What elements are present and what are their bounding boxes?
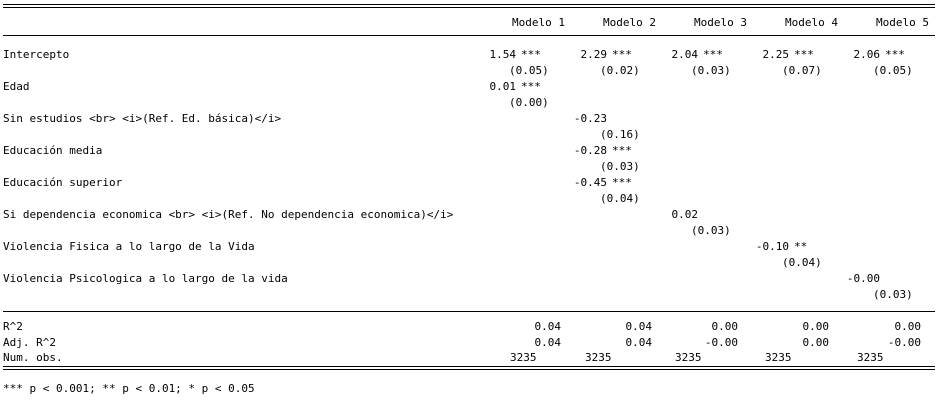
standard-error-row: (0.03) [0, 63, 944, 79]
standard-error-row: (0.03) [0, 287, 944, 303]
coefficient-estimate: 2.25 [762, 48, 790, 61]
stat-value: 0.00 [802, 336, 830, 349]
stat-value: -0.00 [704, 336, 738, 349]
stat-value: 0.04 [534, 320, 562, 333]
standard-error: (0.05) [509, 64, 549, 77]
standard-error-row: (0.04) [0, 191, 944, 207]
stat-value: -0.00 [887, 336, 921, 349]
variable-label: Violencia Fisica a lo largo de la Vida [3, 240, 255, 253]
stat-value: 0.04 [534, 336, 562, 349]
coefficient-estimate: 0.02 [671, 208, 699, 221]
coefficient-estimate: -0.28 [573, 144, 607, 157]
coef-row: Educación media -0.28 *** [0, 143, 944, 159]
standard-error: (0.07) [782, 64, 822, 77]
significance-stars: *** [521, 48, 541, 61]
stat-value: 3235 [675, 351, 702, 364]
stat-value: 0.00 [894, 320, 922, 333]
standard-error-row: (0.03) [0, 159, 944, 175]
coef-row: Violencia Psicologica a lo largo de la v… [0, 271, 944, 287]
standard-error-row: (0.00) [0, 95, 944, 111]
variable-label: Edad [3, 80, 30, 93]
stat-value: 3235 [857, 351, 884, 364]
standard-error: (0.04) [600, 192, 640, 205]
significance-stars: *** [885, 48, 905, 61]
variable-label: Intercepto [3, 48, 70, 61]
stat-row: R^2 0.04 0.04 0.00 0.00 0.00 [0, 319, 944, 335]
variable-label: Sin estudios <br> <i>(Ref. Ed. básica)</… [3, 112, 282, 125]
variable-label: Violencia Psicologica a lo largo de la v… [3, 272, 288, 285]
coef-row: Sin estudios <br> <i>(Ref. Ed. básica)</… [0, 111, 944, 127]
coefficient-estimate: 2.06 [853, 48, 881, 61]
model-header: Modelo 2 [603, 16, 656, 29]
standard-error: (0.00) [509, 96, 549, 109]
standard-error: (0.05) [873, 64, 913, 77]
stats-rule [3, 311, 935, 312]
coef-row: Edad 0.01 *** [0, 79, 944, 95]
significance-stars: *** [521, 80, 541, 93]
coefficient-estimate: 0.01 [489, 80, 517, 93]
coefficient-estimate: 2.04 [671, 48, 699, 61]
stat-label: R^2 [3, 320, 23, 333]
top-double-rule [3, 4, 935, 8]
variable-label: Educación superior [3, 176, 123, 189]
stat-value: 0.00 [802, 320, 830, 333]
coefficient-estimate: -0.45 [573, 176, 607, 189]
model-header: Modelo 5 [876, 16, 929, 29]
header-row: Modelo 1 Modelo 2 Modelo 3 Modelo 4 Modelo 5 [0, 15, 944, 31]
standard-error: (0.16) [600, 128, 640, 141]
standard-error: (0.03) [873, 288, 913, 301]
significance-footnote: *** p < 0.001; ** p < 0.01; * p < 0.05 [3, 382, 255, 395]
significance-stars: *** [612, 144, 632, 157]
significance-stars: *** [612, 176, 632, 189]
standard-error-row: (0.05) [0, 63, 944, 79]
variable-label: Educación media [3, 144, 103, 157]
standard-error: (0.03) [691, 64, 731, 77]
coefficient-estimate: -0.23 [573, 112, 607, 125]
stat-label: Num. obs. [3, 351, 63, 364]
significance-stars: *** [703, 48, 723, 61]
standard-error-row: (0.03) [0, 223, 944, 239]
bottom-double-rule [3, 366, 935, 370]
header-rule [3, 35, 935, 36]
standard-error-row: (0.16) [0, 127, 944, 143]
model-header: Modelo 1 [512, 16, 565, 29]
standard-error: (0.02) [600, 64, 640, 77]
standard-error: (0.03) [600, 160, 640, 173]
stat-value: 3235 [585, 351, 612, 364]
coef-row: Si dependencia economica <br> <i>(Ref. N… [0, 207, 944, 223]
coef-row: Educación superior -0.45 *** [0, 175, 944, 191]
stat-row: Adj. R^2 0.04 0.04 -0.00 0.00 -0.00 [0, 335, 944, 351]
standard-error-row: (0.04) [0, 255, 944, 271]
variable-label: Si dependencia economica <br> <i>(Ref. N… [3, 208, 454, 221]
standard-error: (0.04) [782, 256, 822, 269]
stat-value: 3235 [765, 351, 792, 364]
standard-error: (0.03) [691, 224, 731, 237]
significance-stars: *** [794, 48, 814, 61]
standard-error-row: (0.07) [0, 63, 944, 79]
coefficient-estimate: 1.54 [489, 48, 517, 61]
coefficient-estimate: -0.00 [846, 272, 880, 285]
coefficient-estimate: -0.10 [755, 240, 789, 253]
significance-stars: *** [612, 48, 632, 61]
coef-row: Violencia Fisica a lo largo de la Vida -0… [0, 239, 944, 255]
model-header: Modelo 3 [694, 16, 747, 29]
standard-error-row: (0.05) [0, 63, 944, 79]
significance-stars: ** [794, 240, 808, 253]
coefficient-estimate: 2.29 [580, 48, 608, 61]
stat-value: 0.04 [625, 320, 653, 333]
stat-label: Adj. R^2 [3, 336, 56, 349]
coef-row: Intercepto 1.54 *** 2.29 *** 2.04 *** 2.25 *** 2.… [0, 47, 944, 63]
stat-value: 0.04 [625, 336, 653, 349]
stat-value: 0.00 [711, 320, 739, 333]
stat-value: 3235 [510, 351, 537, 364]
standard-error-row: (0.02) [0, 63, 944, 79]
model-header: Modelo 4 [785, 16, 838, 29]
stat-row: Num. obs. 3235 3235 3235 3235 3235 [0, 350, 944, 366]
